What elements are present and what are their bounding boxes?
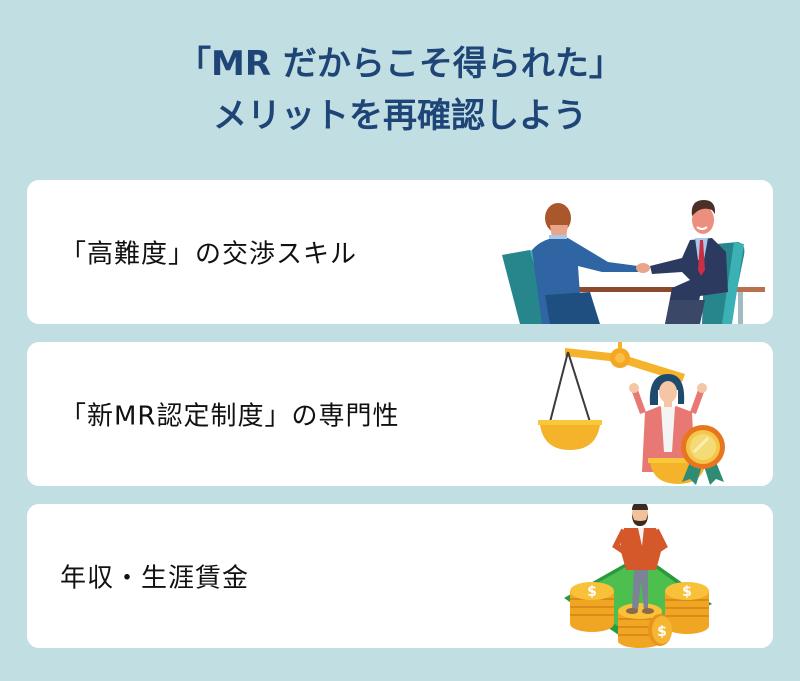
- card-label: 「高難度」の交渉スキル: [60, 239, 358, 270]
- scale-award-illustration-icon: [538, 342, 725, 485]
- merit-card-income: 年収・生涯賃金 $ $: [27, 504, 773, 648]
- svg-text:$: $: [657, 624, 667, 640]
- merit-card-certification: 「新MR認定制度」の専門性: [27, 342, 773, 486]
- title-line-2: メリットを再確認しよう: [213, 96, 587, 136]
- card-label: 「新MR認定制度」の専門性: [60, 401, 400, 432]
- title-line-1: 「MR だからこそ得られた」: [177, 44, 623, 84]
- coins-money-illustration-icon: $ $ $: [564, 504, 712, 648]
- page-title: 「MR だからこそ得られた」 メリットを再確認しよう: [0, 38, 800, 142]
- merit-card-negotiation: 「高難度」の交渉スキル: [27, 180, 773, 324]
- svg-text:$: $: [682, 584, 692, 600]
- svg-text:$: $: [587, 584, 597, 600]
- handshake-illustration-icon: [502, 200, 765, 324]
- card-label: 年収・生涯賃金: [60, 563, 250, 594]
